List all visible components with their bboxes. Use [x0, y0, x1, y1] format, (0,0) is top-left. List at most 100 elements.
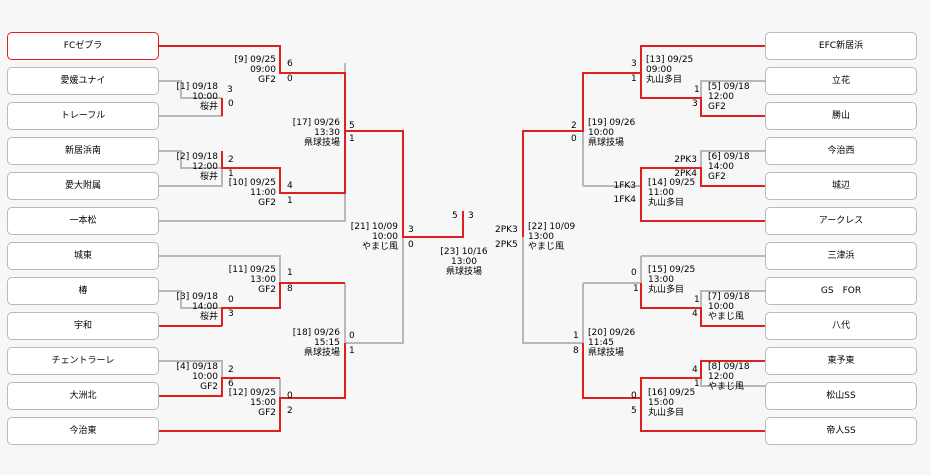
- match-venue: GF2: [258, 198, 276, 208]
- match-22-score-2: 2PK5: [495, 240, 518, 250]
- match-time: 09:00: [646, 65, 672, 75]
- team-name: 新居浜南: [64, 146, 101, 156]
- match-4-score-2: 6: [228, 379, 234, 389]
- match-14-info: [14] 09/25 11:00 丸山多目: [648, 178, 695, 208]
- match-7-info: [7] 09/18 10:00 やまじ風: [708, 292, 750, 322]
- match-17-info: [17] 09/26 13:30 県球技場: [284, 118, 340, 148]
- match-20-score-1: 1: [573, 331, 579, 341]
- match-13-score-1: 3: [631, 59, 637, 69]
- match-number: [22] 10/09: [528, 222, 576, 232]
- match-16-score-2: 5: [631, 406, 637, 416]
- team-katsuyama[interactable]: 勝山: [765, 102, 917, 130]
- team-name: アークレス: [818, 216, 864, 226]
- match-18-info: [18] 09/26 15:15 県球技場: [284, 328, 340, 358]
- team-name: 一本松: [69, 216, 97, 226]
- team-ehime-unai[interactable]: 愛媛ユナイ: [7, 67, 159, 95]
- match-number: [4] 09/18: [176, 362, 218, 372]
- match-time: 13:00: [250, 275, 276, 285]
- team-toyo-higashi[interactable]: 東予東: [765, 347, 917, 375]
- match-venue: 丸山多目: [648, 285, 685, 295]
- match-number: [19] 09/26: [588, 118, 636, 128]
- team-uwa[interactable]: 宇和: [7, 312, 159, 340]
- match-19-info: [19] 09/26 10:00 県球技場: [588, 118, 635, 148]
- match-8-score-1: 4: [692, 365, 698, 375]
- team-yashiro[interactable]: 八代: [765, 312, 917, 340]
- match-4-score-1: 2: [228, 365, 234, 375]
- match-number: [23] 10/16: [440, 247, 488, 257]
- team-tachibana[interactable]: 立花: [765, 67, 917, 95]
- team-name: 立花: [831, 76, 850, 86]
- team-tsubaki[interactable]: 椿: [7, 277, 159, 305]
- match-20-score-2: 8: [573, 346, 579, 356]
- team-name: EFC新居浜: [818, 41, 864, 51]
- match-venue: GF2: [258, 75, 276, 85]
- team-name: 帝人SS: [826, 426, 856, 436]
- team-ozu-kita[interactable]: 大洲北: [7, 382, 159, 410]
- team-niihama-minami[interactable]: 新居浜南: [7, 137, 159, 165]
- match-venue: GF2: [708, 102, 726, 112]
- team-centrale[interactable]: チェントラーレ: [7, 347, 159, 375]
- team-matsuyama-ss[interactable]: 松山SS: [765, 382, 917, 410]
- match-venue: やまじ風: [708, 312, 745, 322]
- match-number: [18] 09/26: [292, 328, 340, 338]
- team-ipponmatsu[interactable]: 一本松: [7, 207, 159, 235]
- team-aidai-fuzoku[interactable]: 愛大附属: [7, 172, 159, 200]
- match-16-info: [16] 09/25 15:00 丸山多目: [648, 388, 695, 418]
- team-fc-zebra[interactable]: FCゼブラ: [7, 32, 159, 60]
- team-name: 椿: [78, 286, 88, 296]
- team-name: 三津浜: [827, 251, 855, 261]
- match-16-score-1: 0: [631, 391, 637, 401]
- match-5-score-1: 1: [694, 85, 700, 95]
- match-20-info: [20] 09/26 11:45 県球技場: [588, 328, 635, 358]
- match-15-score-1: 0: [631, 268, 637, 278]
- team-gs-for[interactable]: GS FOR: [765, 277, 917, 305]
- match-21-score-2: 0: [408, 240, 414, 250]
- team-name: 八代: [831, 321, 850, 331]
- match-time: 14:00: [192, 302, 218, 312]
- match-venue: やまじ風: [708, 382, 745, 392]
- team-trefle[interactable]: トレーフル: [7, 102, 159, 130]
- match-number: [2] 09/18: [176, 152, 218, 162]
- match-number: [8] 09/18: [708, 362, 750, 372]
- team-name: 愛媛ユナイ: [60, 76, 106, 86]
- team-johen[interactable]: 城辺: [765, 172, 917, 200]
- match-1-score-1: 3: [227, 85, 233, 95]
- match-13-info: [13] 09/25 09:00 丸山多目: [646, 55, 693, 85]
- team-name: 東予東: [827, 356, 855, 366]
- match-8-info: [8] 09/18 12:00 やまじ風: [708, 362, 750, 392]
- team-name: 城東: [73, 251, 92, 261]
- match-18-score-2: 1: [349, 346, 355, 356]
- match-23-score-2: 3: [468, 211, 474, 221]
- team-imabari-higashi[interactable]: 今治東: [7, 417, 159, 445]
- match-5-info: [5] 09/18 12:00 GF2: [708, 82, 750, 112]
- team-name: 今治西: [827, 146, 855, 156]
- match-number: [14] 09/25: [648, 178, 696, 188]
- match-time: 09:00: [250, 65, 276, 75]
- match-6-score-1: 2PK3: [674, 155, 697, 165]
- team-efc-niihama[interactable]: EFC新居浜: [765, 32, 917, 60]
- match-venue: 丸山多目: [646, 75, 683, 85]
- match-2-score-2: 1: [228, 169, 234, 179]
- match-time: 13:30: [314, 128, 340, 138]
- team-mitsuhama[interactable]: 三津浜: [765, 242, 917, 270]
- match-7-score-1: 1: [694, 295, 700, 305]
- match-number: [9] 09/25: [234, 55, 276, 65]
- match-venue: 県球技場: [303, 138, 340, 148]
- match-venue: 桜井: [199, 172, 218, 182]
- match-14-score-2: 1FK4: [613, 195, 636, 205]
- team-name: 大洲北: [69, 391, 97, 401]
- match-15-score-2: 1: [633, 284, 639, 294]
- match-venue: 丸山多目: [648, 408, 685, 418]
- match-19-score-1: 2: [571, 121, 577, 131]
- match-number: [6] 09/18: [708, 152, 750, 162]
- match-18-score-1: 0: [349, 331, 355, 341]
- match-number: [5] 09/18: [708, 82, 750, 92]
- team-arcless[interactable]: アークレス: [765, 207, 917, 235]
- team-imabari-nishi[interactable]: 今治西: [765, 137, 917, 165]
- team-teijin-ss[interactable]: 帝人SS: [765, 417, 917, 445]
- team-name: 城辺: [831, 181, 850, 191]
- match-time: 11:00: [250, 188, 276, 198]
- match-number: [15] 09/25: [648, 265, 696, 275]
- team-joto[interactable]: 城東: [7, 242, 159, 270]
